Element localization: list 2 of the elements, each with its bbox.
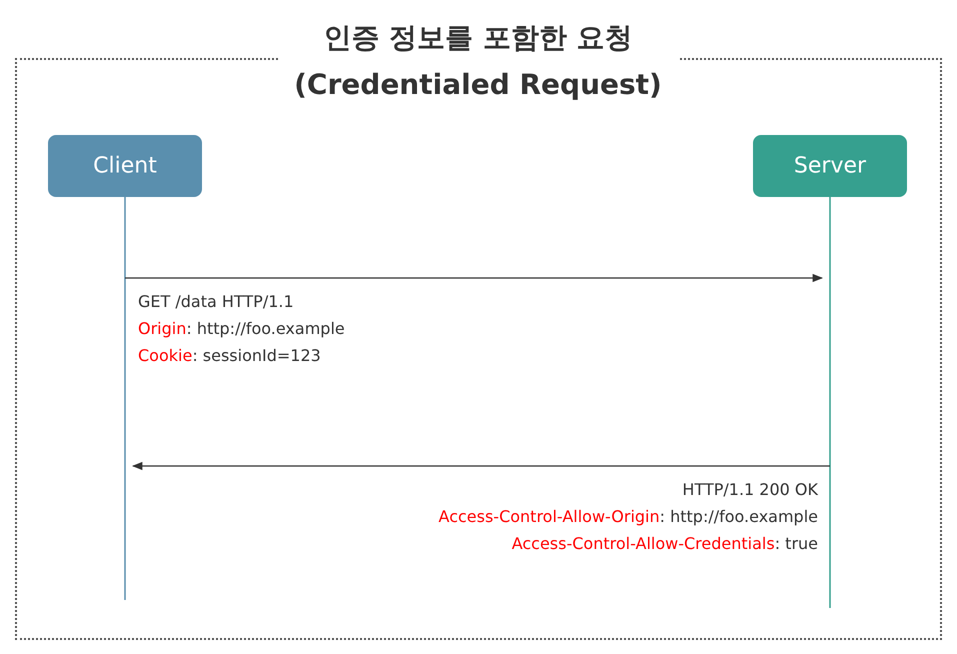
message-arrow: [132, 462, 830, 470]
message-arrow: [125, 274, 824, 282]
